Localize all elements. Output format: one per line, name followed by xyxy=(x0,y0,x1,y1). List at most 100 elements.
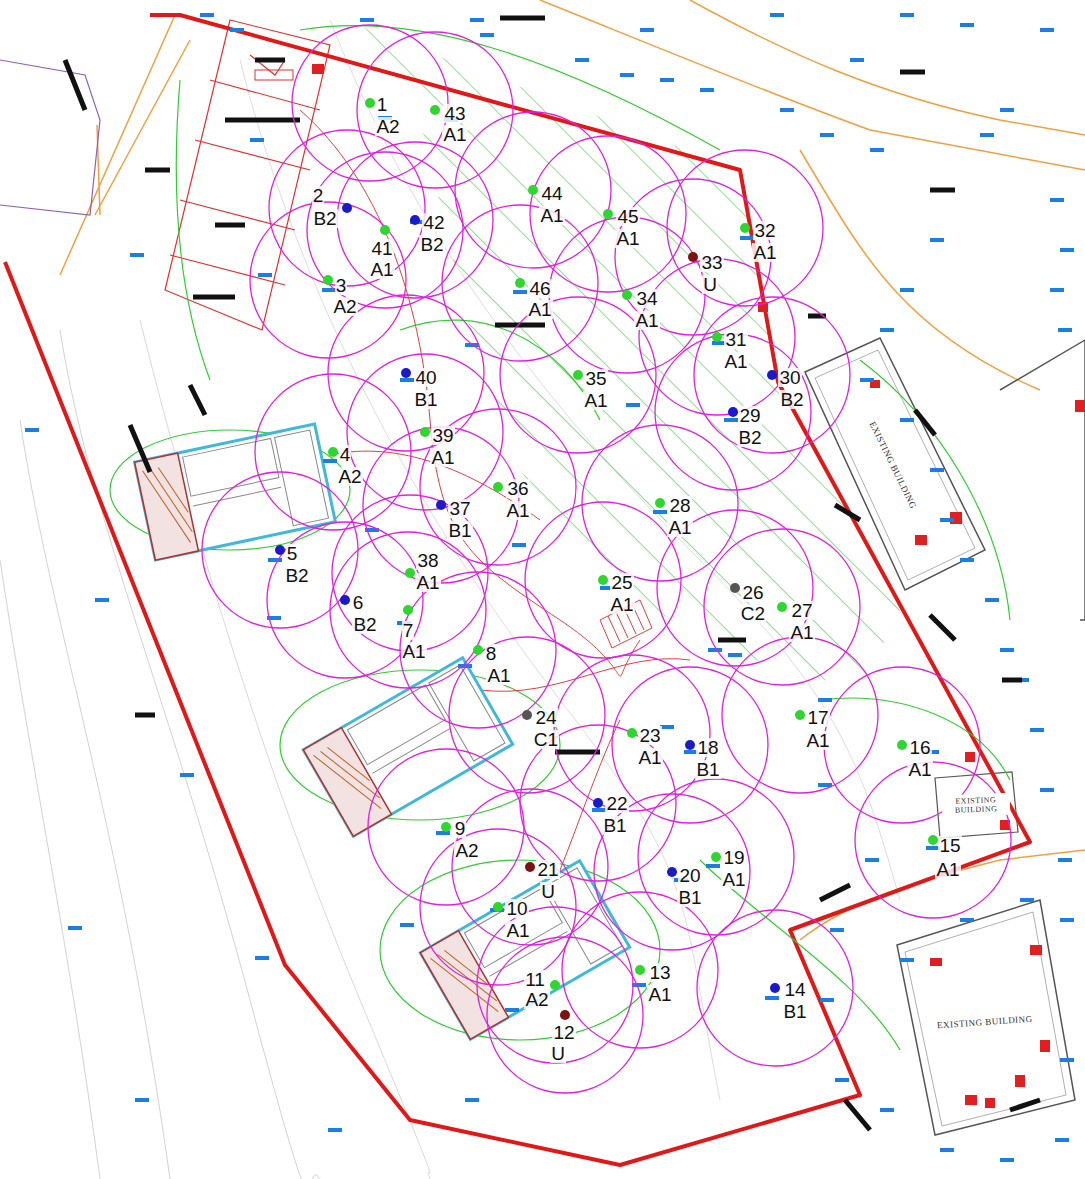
head-dot xyxy=(403,605,413,615)
head-type-code: A2 xyxy=(454,841,479,860)
head-type-code: B2 xyxy=(284,566,309,585)
head-type-code: A1 xyxy=(907,760,932,779)
sprinkler-head xyxy=(25,15,1074,1160)
callout-number: 22 xyxy=(605,794,628,813)
wall-segment xyxy=(65,18,1040,1130)
existing-building xyxy=(905,912,1066,1126)
callout-number: 15 xyxy=(938,836,961,855)
coverage-ring xyxy=(549,217,705,373)
callout-number: 4 xyxy=(339,445,352,464)
existing-building xyxy=(815,350,975,580)
callout-number: 30 xyxy=(778,368,801,387)
coverage-ring xyxy=(639,259,795,415)
callout-number: 38 xyxy=(416,551,439,570)
module-outline xyxy=(420,861,629,1040)
coverage-ring xyxy=(255,374,411,530)
head-dot xyxy=(685,740,695,750)
callout-number: 10 xyxy=(505,899,528,918)
head-dot xyxy=(515,278,525,288)
hatched-area xyxy=(330,15,905,690)
callout-number: 14 xyxy=(783,980,806,999)
head-type-code: B2 xyxy=(312,209,337,228)
callout-number: 40 xyxy=(414,368,437,387)
callout-number: 44 xyxy=(540,184,563,203)
coverage-ring xyxy=(704,529,860,685)
callout-number: 1 xyxy=(376,95,389,114)
head-dot xyxy=(410,215,420,225)
coverage-curve xyxy=(176,26,1010,1050)
head-type-code: C1 xyxy=(533,730,559,749)
head-dot xyxy=(528,185,538,195)
coverage-ring xyxy=(855,762,1011,918)
module-building xyxy=(135,424,336,560)
head-type-code: A1 xyxy=(634,311,659,330)
callout-number: 12 xyxy=(552,1023,575,1042)
coverage-ring xyxy=(328,295,484,451)
head-dot xyxy=(897,740,907,750)
head-type-code: U xyxy=(702,275,718,294)
head-type-code: A1 xyxy=(615,229,640,248)
head-dot xyxy=(275,545,285,555)
coverage-ring xyxy=(452,789,608,945)
head-type-code: A1 xyxy=(486,666,511,685)
head-type-code: A2 xyxy=(332,297,357,316)
callout-number: 32 xyxy=(753,221,776,240)
coverage-ring xyxy=(554,655,710,811)
callout-number: 6 xyxy=(352,593,365,612)
head-type-code: A1 xyxy=(505,501,530,520)
callout-number: 39 xyxy=(431,426,454,445)
callout-number: 31 xyxy=(724,330,747,349)
site-symbol xyxy=(312,64,324,74)
head-type-code: B1 xyxy=(447,521,472,540)
callout-number: 23 xyxy=(638,726,661,745)
head-type-code: B2 xyxy=(737,428,762,447)
head-dot xyxy=(342,203,352,213)
head-type-code: B2 xyxy=(419,235,444,254)
parking-stalls xyxy=(255,70,293,80)
head-dot xyxy=(550,980,560,990)
pipe-run xyxy=(300,110,690,870)
existing-building xyxy=(1000,340,1085,620)
head-type-code: B1 xyxy=(695,760,720,779)
coverage-ring xyxy=(697,910,853,1066)
head-dot xyxy=(401,368,411,378)
head-type-code: A1 xyxy=(609,595,634,614)
head-type-code: A2 xyxy=(524,990,549,1009)
head-dot xyxy=(328,447,338,457)
head-type-code: B1 xyxy=(677,888,702,907)
head-type-code: A1 xyxy=(415,573,440,592)
coverage-ring xyxy=(250,202,406,358)
head-type-code: A1 xyxy=(721,870,746,889)
coverage-ring xyxy=(292,25,448,181)
property-line xyxy=(690,0,1085,135)
coverage-ring xyxy=(357,32,513,188)
head-dot xyxy=(525,862,535,872)
callout-number: 28 xyxy=(668,496,691,515)
head-dot xyxy=(598,575,608,585)
site-boundary xyxy=(5,15,1030,1165)
head-type-code: A1 xyxy=(647,985,672,1004)
head-type-code: A1 xyxy=(637,748,662,767)
head-dot xyxy=(711,852,721,862)
head-type-code: A1 xyxy=(442,125,467,144)
building-name: EXISTING BUILDING xyxy=(867,420,918,511)
callout-number: 45 xyxy=(616,207,639,226)
property-line xyxy=(540,0,1085,170)
head-dot xyxy=(380,225,390,235)
head-dot xyxy=(603,209,613,219)
head-type-code: B1 xyxy=(602,816,627,835)
module-room xyxy=(303,728,391,837)
callout-number: 29 xyxy=(738,406,761,425)
head-dot xyxy=(688,252,698,262)
coverage-ring xyxy=(612,667,768,823)
module-detail xyxy=(143,463,195,549)
head-dot xyxy=(560,1010,570,1020)
coverage-ring xyxy=(477,907,633,1063)
head-type-code: A1 xyxy=(935,860,960,879)
head-dot xyxy=(441,822,451,832)
head-dot xyxy=(593,798,603,808)
coverage-ring xyxy=(667,150,823,306)
head-type-code: A1 xyxy=(369,260,394,279)
head-dot xyxy=(627,728,637,738)
